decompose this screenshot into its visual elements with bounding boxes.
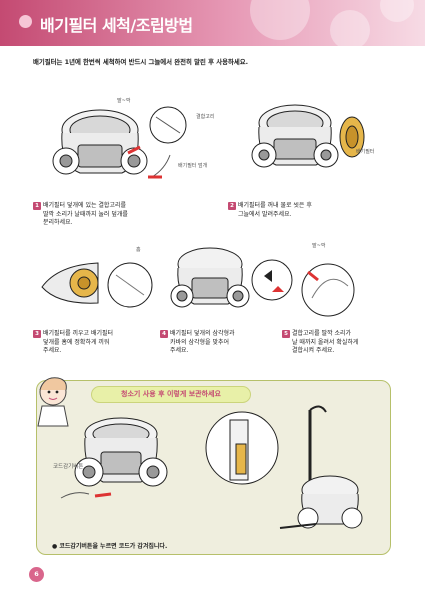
header-bubble <box>330 10 370 50</box>
sound-label: 딸~깍 <box>117 98 131 104</box>
cover-label: 배기필터 덮개 <box>178 163 208 169</box>
filter-label: 배기필터 <box>356 149 375 155</box>
hook-label: 결합고리 <box>196 114 215 120</box>
page-title: 배기필터 세척/조립방법 <box>40 16 193 35</box>
sound-label: 딸~깍 <box>312 243 326 249</box>
upright-storage-illustration <box>205 405 363 529</box>
step-number: 1 <box>33 202 41 210</box>
figure-vacuum-storage <box>55 410 175 505</box>
vacuum-filter-illustration <box>251 104 365 168</box>
header-bubble <box>380 0 414 22</box>
page-header: 배기필터 세척/조립방법 <box>0 0 425 50</box>
vacuum-storage-illustration <box>60 417 168 499</box>
step-number: 5 <box>282 330 290 338</box>
storage-note: ● 코드감기버튼을 누르면 코드가 감겨집니다. <box>52 543 168 550</box>
header-bullet-icon <box>19 15 32 28</box>
page-number: 6 <box>29 567 44 582</box>
mascot-figure <box>26 372 81 427</box>
mascot-icon <box>37 377 69 427</box>
step-number: 4 <box>160 330 168 338</box>
vacuum-align-illustration <box>170 247 293 308</box>
filter-insert-illustration <box>41 262 153 308</box>
step-number: 2 <box>228 202 236 210</box>
vacuum-illustration <box>52 106 187 179</box>
groove-label: 홈 <box>136 247 141 253</box>
intro-text: 배기필터는 1년에 한번씩 세척하여 반드시 그늘에서 완전히 말린 후 사용하… <box>33 58 249 66</box>
figure-upright-storage <box>200 400 388 535</box>
cord-button-label: 코드감기버튼 <box>53 464 84 470</box>
figure-insert-filter <box>38 245 156 310</box>
figure-align-triangles <box>160 240 300 318</box>
hook-lock-illustration <box>301 263 355 317</box>
figure-remove-filter <box>240 95 390 180</box>
figure-remove-cover <box>40 95 210 190</box>
storage-title-badge: 청소기 사용 후 이렇게 보관하세요 <box>91 386 251 403</box>
storage-title: 청소기 사용 후 이렇게 보관하세요 <box>121 390 221 398</box>
figure-lock-hook <box>298 258 358 318</box>
step-number: 3 <box>33 330 41 338</box>
header-bubble <box>250 0 310 40</box>
